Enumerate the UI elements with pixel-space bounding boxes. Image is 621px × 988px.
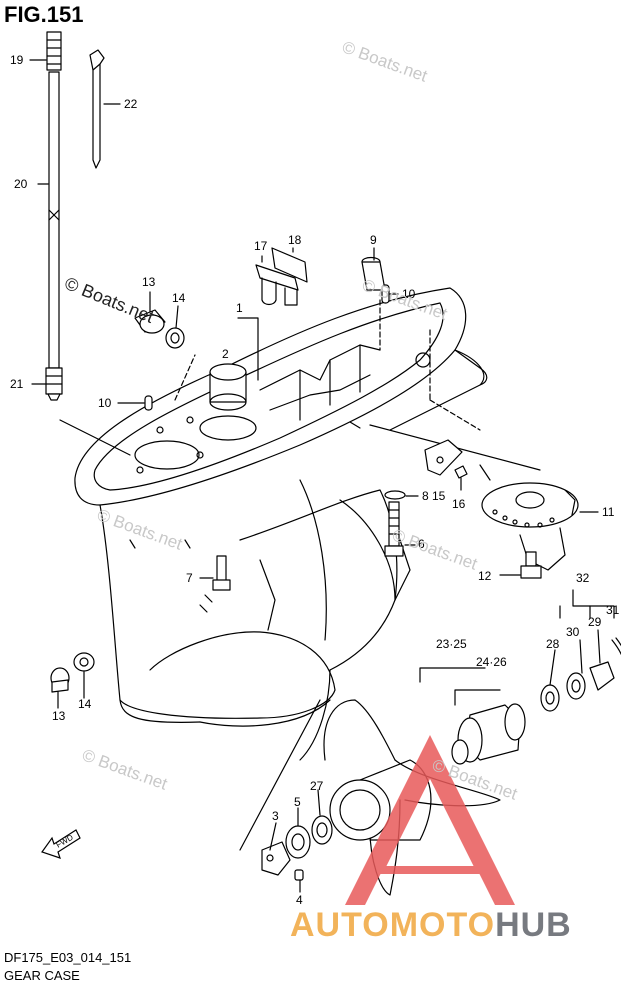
cover-plates: [255, 247, 308, 306]
figure-name: GEAR CASE: [4, 968, 80, 983]
callout-13-lower: 13: [52, 709, 66, 723]
nut-29: [589, 661, 615, 691]
callout-31: 31: [606, 603, 620, 617]
callout-13-upper: 13: [142, 275, 156, 289]
callout-18: 18: [288, 233, 302, 247]
callout-16: 16: [452, 497, 466, 511]
callout-28: 28: [546, 637, 560, 651]
callout-24-26: 24·26: [476, 655, 507, 669]
bolt-6: [384, 490, 406, 557]
pin-10-left: [144, 395, 153, 411]
propeller: [323, 699, 501, 896]
anode-block-15: [424, 439, 468, 491]
callout-5: 5: [294, 795, 301, 809]
trim-tab-11: [481, 482, 579, 571]
drain-plug-upper: [134, 309, 185, 349]
logo-text-secondary: HUB: [495, 906, 572, 944]
logo-text-primary: AUTOMOTO: [290, 906, 496, 944]
callout-14-upper: 14: [172, 291, 186, 305]
callout-8: 8: [422, 489, 429, 503]
callout-1: 1: [236, 301, 243, 315]
key-4: [294, 869, 304, 881]
callout-30: 30: [566, 625, 580, 639]
cotter-pin-31: [611, 639, 621, 656]
callout-17: 17: [254, 239, 268, 253]
callout-10-left: 10: [98, 396, 112, 410]
spacer-27: [311, 815, 333, 845]
callout-14-lower: 14: [78, 697, 92, 711]
logo-wordmark: AUTOMOTOHUB: [290, 906, 572, 945]
spacer-30: [566, 672, 586, 700]
gear-case-housing: [74, 287, 488, 761]
thrust-holder-3: [261, 841, 291, 876]
figure-title: FIG.151: [4, 2, 84, 27]
drain-plug-lower: [50, 652, 95, 693]
callout-4: 4: [296, 893, 303, 907]
logo-triangle-icon: [345, 735, 515, 905]
callout-11: 11: [602, 505, 615, 519]
callout-12: 12: [478, 569, 492, 583]
prop-bushing: [451, 703, 526, 765]
callout-6: 6: [418, 537, 425, 551]
callout-9: 9: [370, 233, 377, 247]
pin-10: [381, 284, 390, 304]
callout-2: 2: [222, 347, 229, 361]
callout-21: 21: [10, 377, 24, 391]
callout-3: 3: [272, 809, 279, 823]
callout-22: 22: [124, 97, 138, 111]
callout-32: 32: [576, 571, 590, 585]
bearing-5: [285, 825, 311, 859]
retainer-pin: [89, 49, 105, 169]
bolt-7: [212, 555, 231, 591]
callout-23-25: 23·25: [436, 637, 467, 651]
callout-10-right: 10: [402, 287, 416, 301]
washer-28: [540, 684, 560, 712]
driveshaft: [45, 31, 63, 401]
callout-15: 15: [432, 489, 446, 503]
callout-20: 20: [14, 177, 28, 191]
callout-19: 19: [10, 53, 24, 67]
forward-arrow-icon: FWD: [41, 829, 81, 859]
bolt-12: [520, 551, 542, 579]
figure-code: DF175_E03_014_151: [4, 950, 132, 965]
callout-29: 29: [588, 615, 602, 629]
callout-7: 7: [186, 571, 193, 585]
callout-27: 27: [310, 779, 324, 793]
